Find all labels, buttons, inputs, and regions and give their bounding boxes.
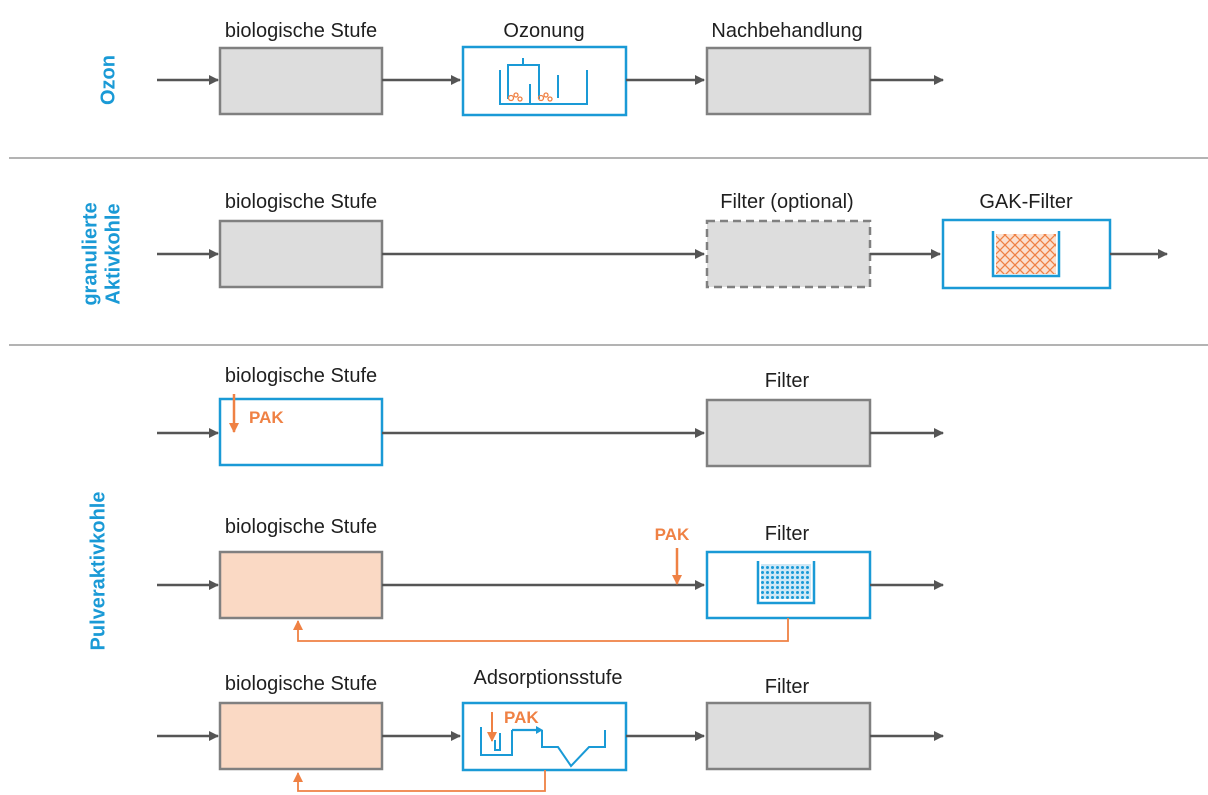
stage-label-adsorptionsstufe: Adsorptionsstufe: [474, 667, 623, 689]
pak-label: PAK: [504, 708, 539, 727]
pak-recycle-line: [293, 618, 789, 642]
stage-label-bio-4: biologische Stufe: [225, 516, 377, 538]
stage-label-bio-2: biologische Stufe: [225, 191, 377, 213]
section-label-ozon: Ozon: [97, 55, 119, 105]
box-biologische-stufe: [218, 219, 384, 289]
box-filter: [705, 398, 872, 468]
stage-label-bio-5: biologische Stufe: [225, 673, 377, 695]
stage-label-filter-2: Filter: [765, 523, 810, 545]
filter-vessel-icon: [991, 231, 1061, 278]
stage-label-bio-3: biologische Stufe: [225, 365, 377, 387]
stage-label-bio-1: biologische Stufe: [225, 20, 377, 42]
filter-media-icon: [761, 564, 811, 599]
box-filter-optional: [705, 219, 872, 289]
box-nachbehandlung: [705, 46, 872, 116]
adsorption-reactor-icon: [480, 727, 606, 768]
ozone-reactor-icon: [499, 58, 588, 105]
section-label-pak: Pulveraktivkohle: [87, 492, 109, 651]
pak-recycle-line: [293, 770, 546, 792]
box-biologische-stufe-pak: [218, 397, 384, 467]
box-biologische-stufe-recycle: [218, 550, 384, 620]
box-biologische-stufe: [218, 46, 384, 116]
ozone-bubbles-icon: [507, 92, 553, 102]
box-filter: [705, 701, 872, 771]
box-adsorptionsstufe: [461, 701, 628, 772]
pak-label: PAK: [655, 525, 690, 544]
flow-arrowhead-icon: [536, 726, 543, 734]
stage-label-filter-1: Filter: [765, 370, 810, 392]
activated-carbon-bed-icon: [996, 234, 1056, 274]
pak-label: PAK: [249, 408, 284, 427]
stage-label-filter-optional: Filter (optional): [720, 191, 853, 213]
stage-label-nachbehandlung: Nachbehandlung: [711, 20, 862, 42]
stage-label-filter-3: Filter: [765, 676, 810, 698]
section-label-gak-line1: granulierte: [79, 202, 101, 305]
stage-label-ozonung: Ozonung: [503, 20, 584, 42]
section-label-gak-line2: Aktivkohle: [102, 203, 124, 304]
stage-label-gak-filter: GAK-Filter: [979, 191, 1073, 213]
box-biologische-stufe-recycle: [218, 701, 384, 771]
filter-vessel-icon: [756, 561, 816, 605]
